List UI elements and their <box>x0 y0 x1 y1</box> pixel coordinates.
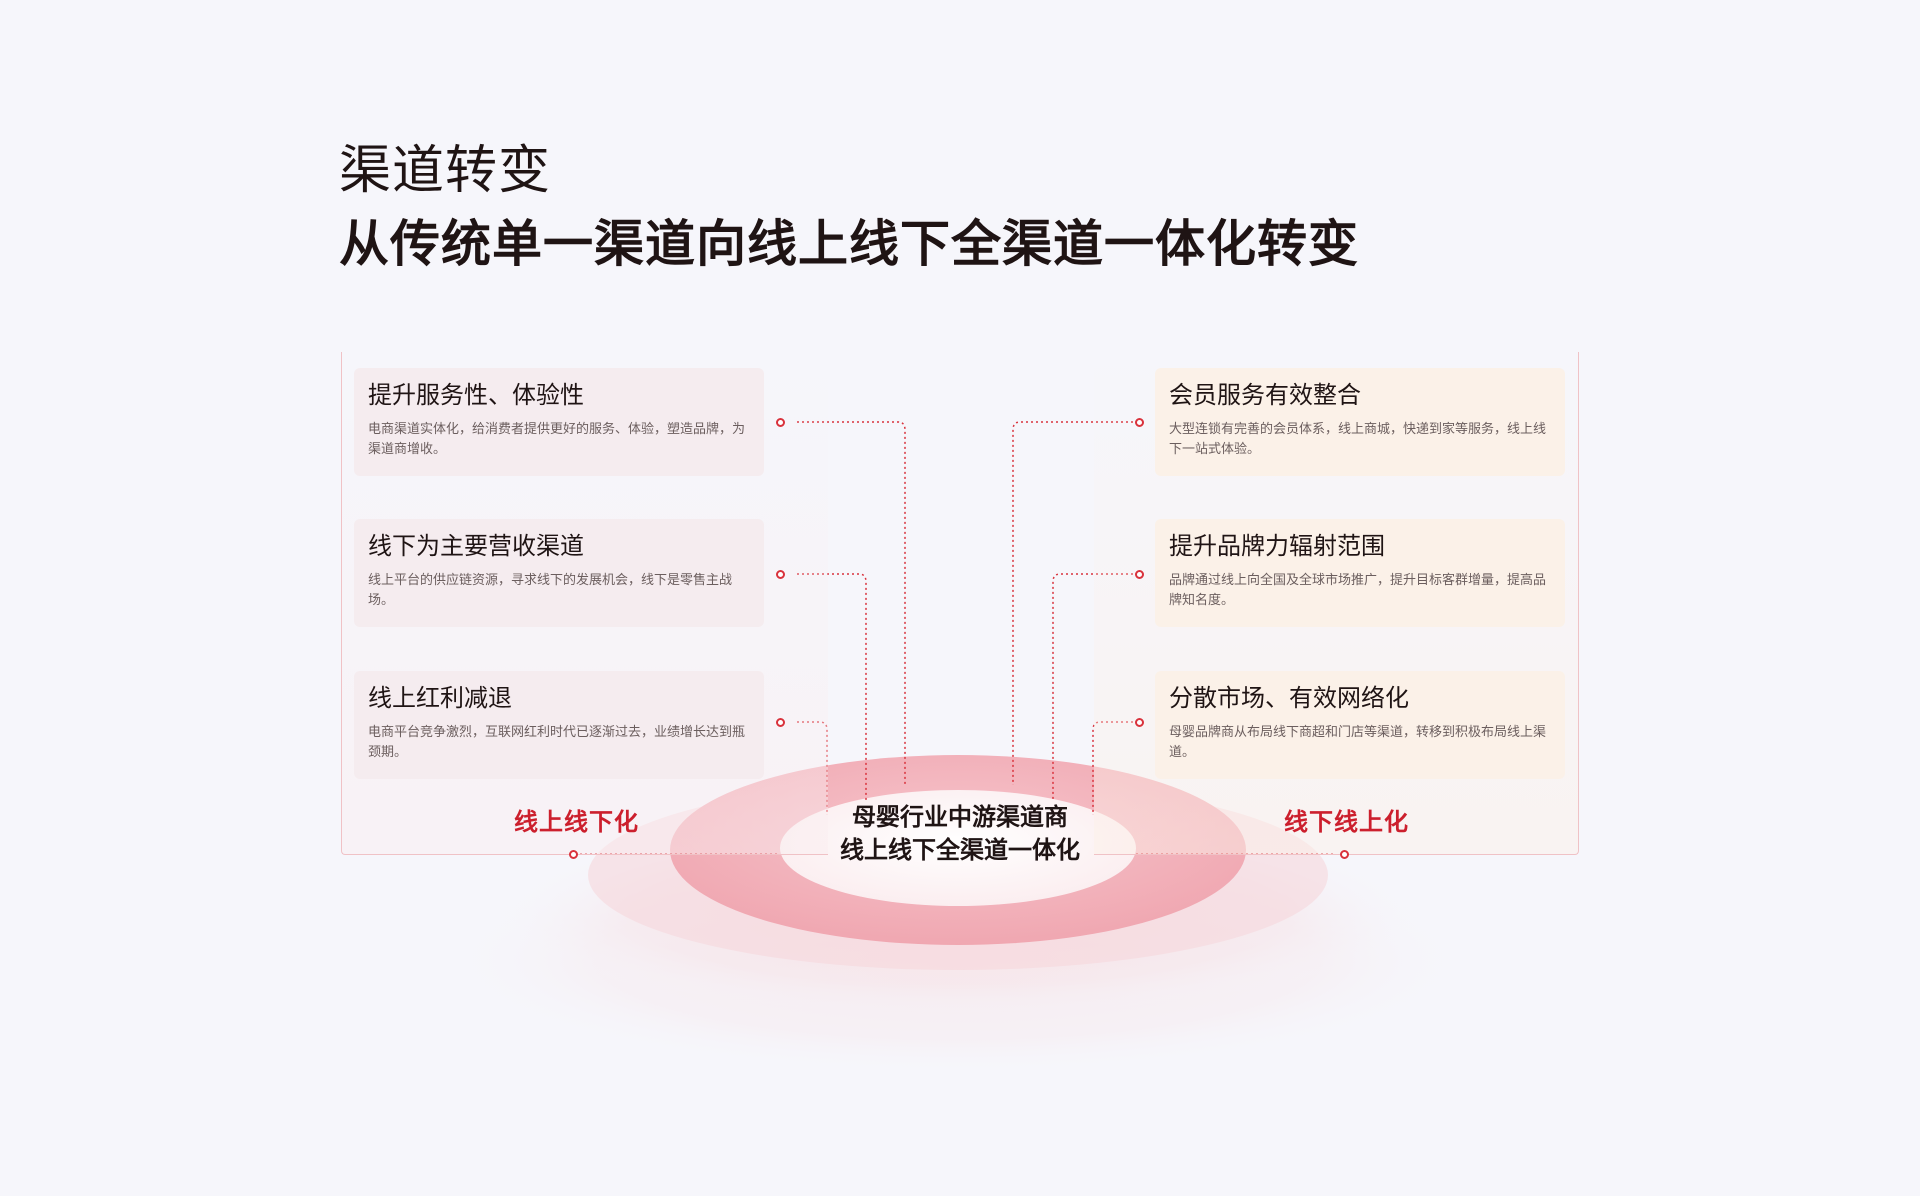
left-card-3-desc: 电商平台竞争激烈，互联网红利时代已逐渐过去，业绩增长达到瓶颈期。 <box>368 725 746 760</box>
right-group-label: 线下线上化 <box>1284 808 1409 836</box>
right-card-2: 提升品牌力辐射范围 品牌通过线上向全国及全球市场推广，提升目标客群增量，提高品牌… <box>1155 519 1565 627</box>
right-card-3-title: 分散市场、有效网络化 <box>1169 684 1409 712</box>
right-card-1-desc: 大型连锁有完善的会员体系，线上商城，快递到家等服务，线上线下一站式体验。 <box>1169 422 1547 457</box>
right-card-1: 会员服务有效整合 大型连锁有完善的会员体系，线上商城，快递到家等服务，线上线下一… <box>1155 368 1565 476</box>
left-card-1-desc: 电商渠道实体化，给消费者提供更好的服务、体验，塑造品牌，为渠道商增收。 <box>368 422 746 457</box>
connector-dot-right-1 <box>1135 418 1144 427</box>
right-card-1-title: 会员服务有效整合 <box>1169 381 1361 409</box>
connector-dot-right-3 <box>1135 718 1144 727</box>
left-card-1: 提升服务性、体验性 电商渠道实体化，给消费者提供更好的服务、体验，塑造品牌，为渠… <box>354 368 764 476</box>
left-card-3-title: 线上红利减退 <box>368 684 512 712</box>
connector-left-1 <box>797 421 906 785</box>
connector-dot-left-2 <box>776 570 785 579</box>
left-card-2-title: 线下为主要营收渠道 <box>368 532 584 560</box>
left-group-label: 线上线下化 <box>514 808 639 836</box>
right-card-2-desc: 品牌通过线上向全国及全球市场推广，提升目标客群增量，提高品牌知名度。 <box>1169 573 1547 608</box>
right-card-3-desc: 母婴品牌商从布局线下商超和门店等渠道，转移到积极布局线上渠道。 <box>1169 725 1547 760</box>
connector-dot-left-1 <box>776 418 785 427</box>
page-subtitle: 渠道转变 <box>339 141 552 201</box>
center-text: 母婴行业中游渠道商 线上线下全渠道一体化 <box>780 801 1140 867</box>
left-card-3: 线上红利减退 电商平台竞争激烈，互联网红利时代已逐渐过去，业绩增长达到瓶颈期。 <box>354 671 764 779</box>
connector-dot-bottom-left <box>569 850 578 859</box>
center-line-2: 线上线下全渠道一体化 <box>840 836 1080 864</box>
left-card-1-title: 提升服务性、体验性 <box>368 381 584 409</box>
connector-dot-left-3 <box>776 718 785 727</box>
page-title: 从传统单一渠道向线上线下全渠道一体化转变 <box>339 215 1359 273</box>
right-card-2-title: 提升品牌力辐射范围 <box>1169 532 1385 560</box>
center-core <box>780 790 1136 906</box>
left-card-2: 线下为主要营收渠道 线上平台的供应链资源，寻求线下的发展机会，线下是零售主战场。 <box>354 519 764 627</box>
connector-dot-bottom-right <box>1340 850 1349 859</box>
right-card-3: 分散市场、有效网络化 母婴品牌商从布局线下商超和门店等渠道，转移到积极布局线上渠… <box>1155 671 1565 779</box>
connector-dot-right-2 <box>1135 570 1144 579</box>
center-line-1: 母婴行业中游渠道商 <box>852 803 1068 831</box>
left-card-2-desc: 线上平台的供应链资源，寻求线下的发展机会，线下是零售主战场。 <box>368 573 733 608</box>
